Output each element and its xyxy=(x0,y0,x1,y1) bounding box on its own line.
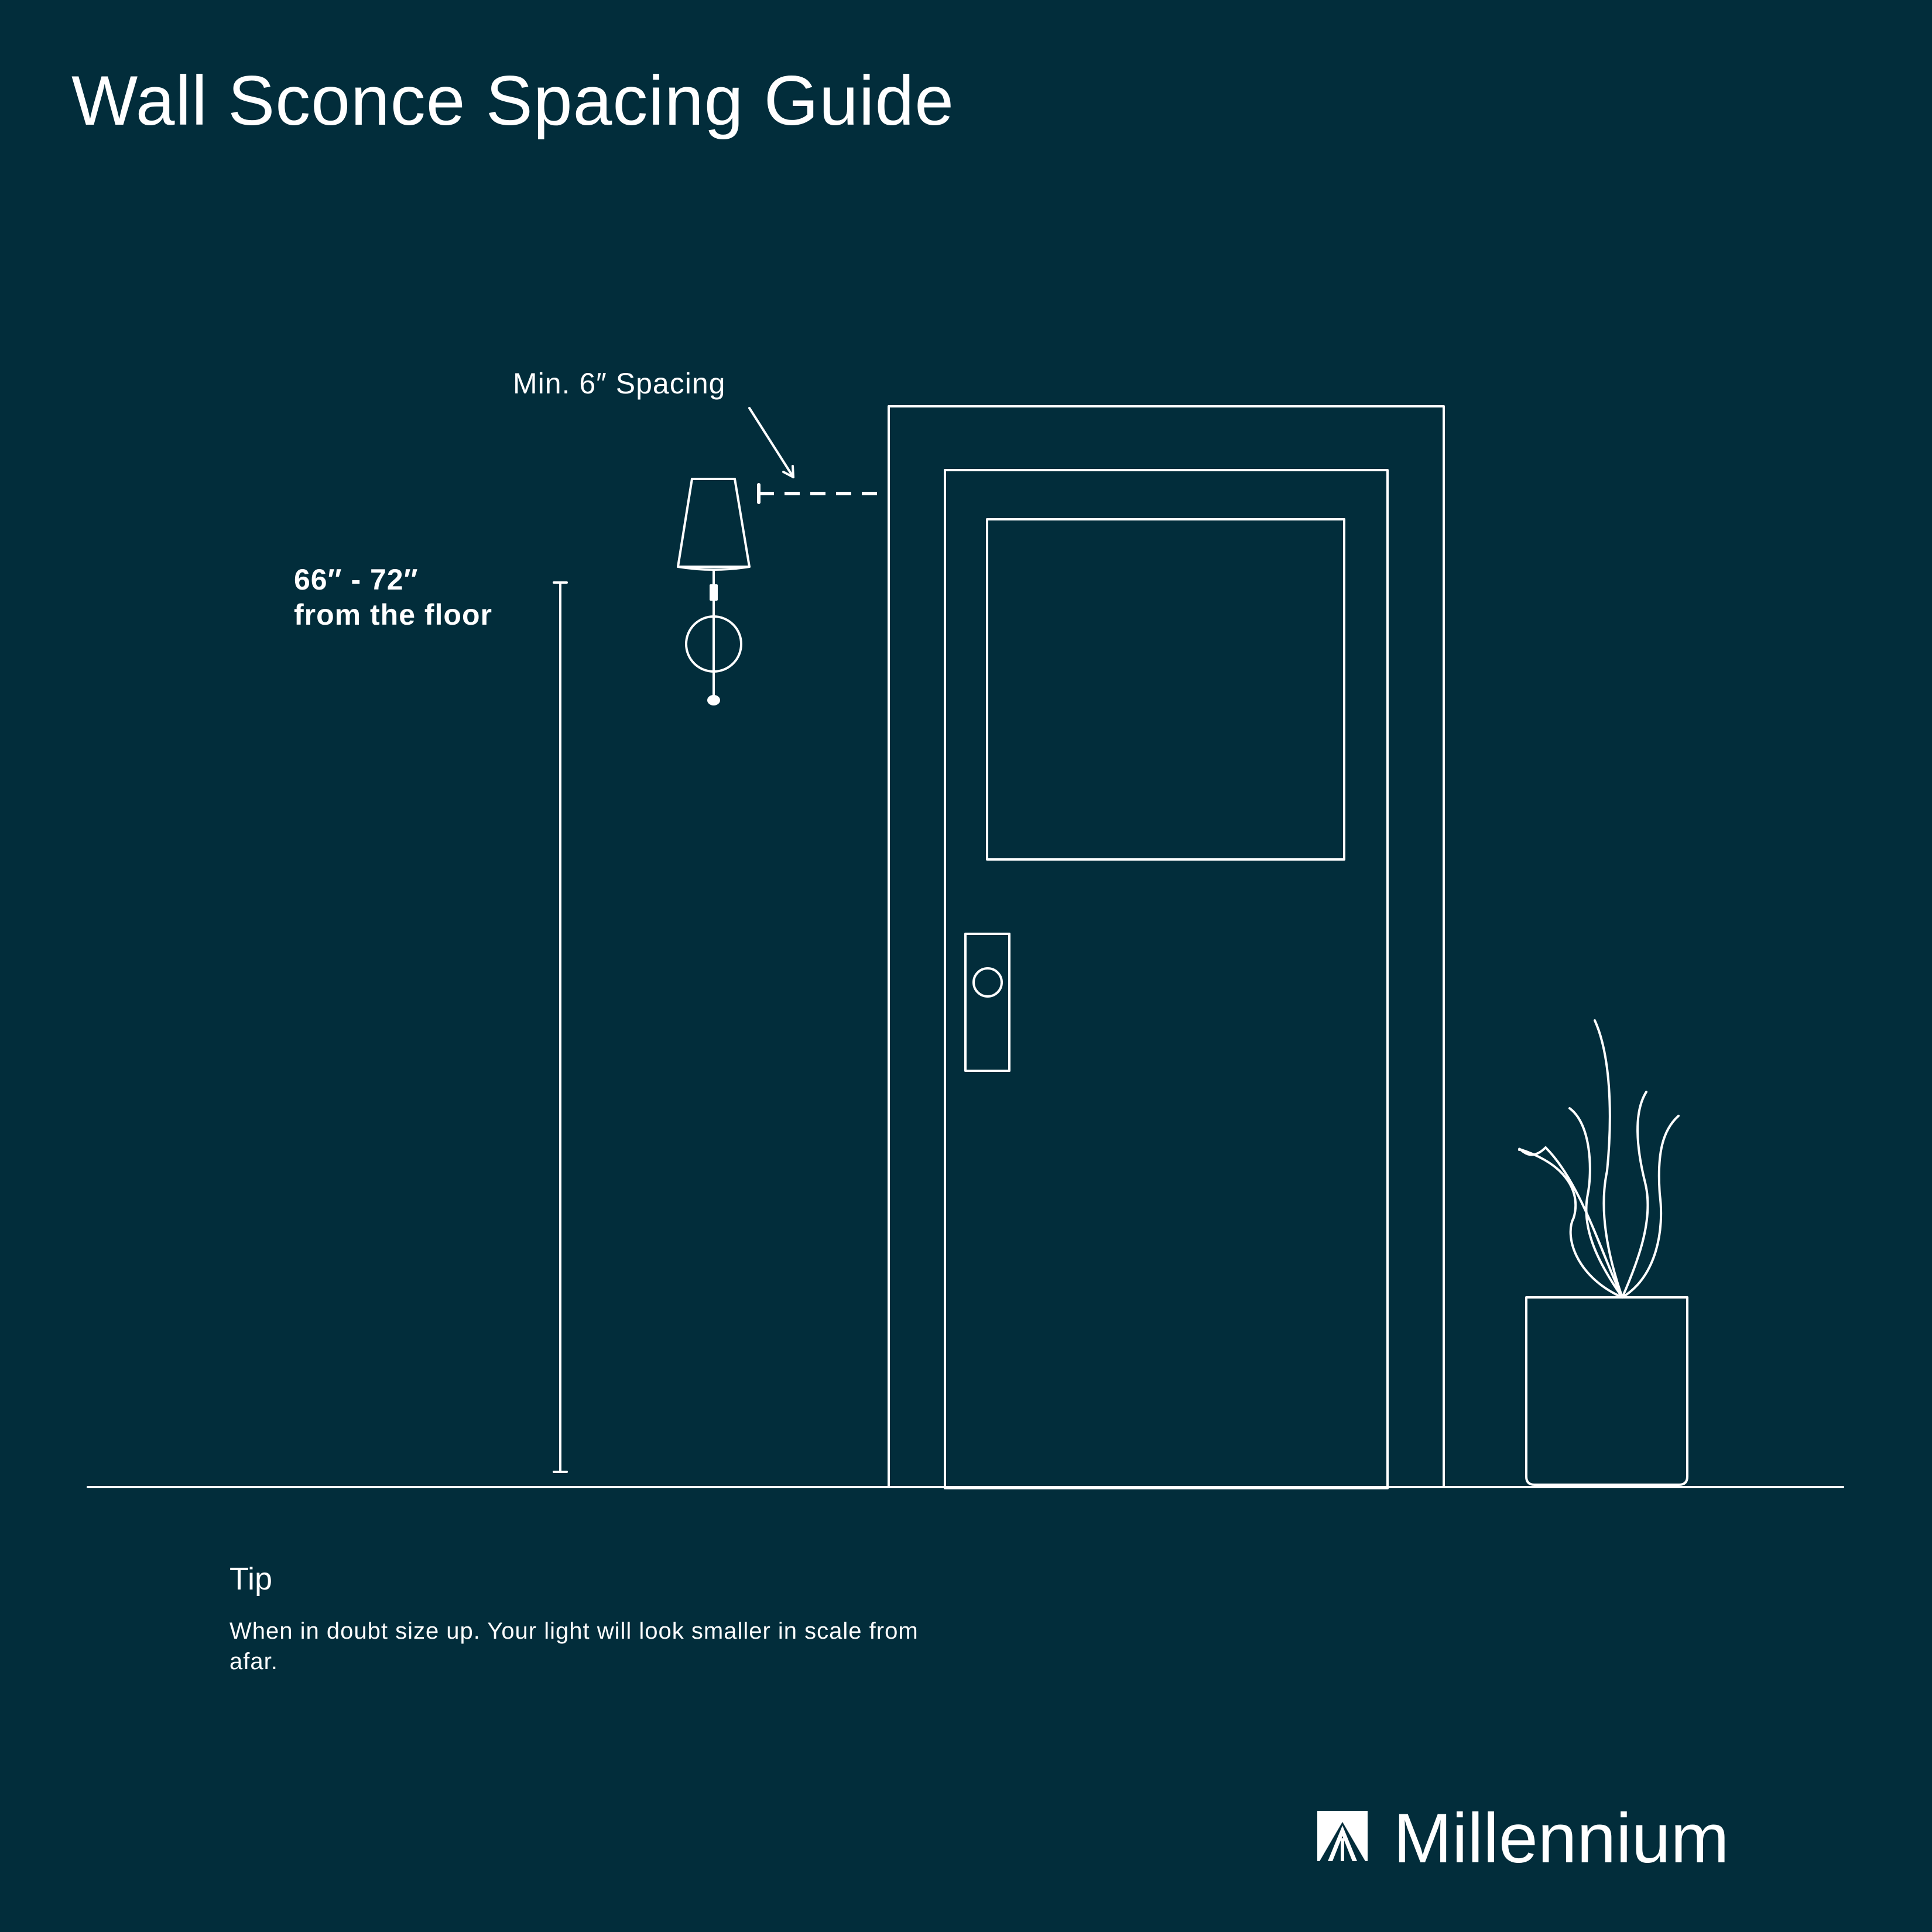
door-window xyxy=(986,518,1345,861)
plant-pot xyxy=(1525,1296,1688,1486)
door-frame xyxy=(888,405,1445,1487)
door xyxy=(944,469,1389,1489)
tip-heading: Tip xyxy=(229,1561,273,1597)
height-label: 66″ - 72″ from the floor xyxy=(294,562,492,632)
callout-arrow xyxy=(748,407,794,478)
spacing-label: Min. 6″ Spacing xyxy=(513,367,726,400)
height-label-caption: from the floor xyxy=(294,598,492,631)
door-knob-icon xyxy=(972,967,1003,998)
door-handle-plate xyxy=(964,933,1010,1072)
height-label-range: 66″ - 72″ xyxy=(294,563,419,596)
page-title: Wall Sconce Spacing Guide xyxy=(71,61,955,140)
brand-name: Millennium xyxy=(1393,1799,1729,1878)
millennium-logo-icon xyxy=(1317,1811,1368,1861)
height-dimension-line xyxy=(553,581,568,1473)
wall-sconce-icon xyxy=(677,478,751,705)
spacing-dimension-line xyxy=(757,483,881,504)
tip-text: When in doubt size up. Your light will l… xyxy=(229,1618,919,1674)
plant-leaves-icon xyxy=(1518,1019,1680,1299)
